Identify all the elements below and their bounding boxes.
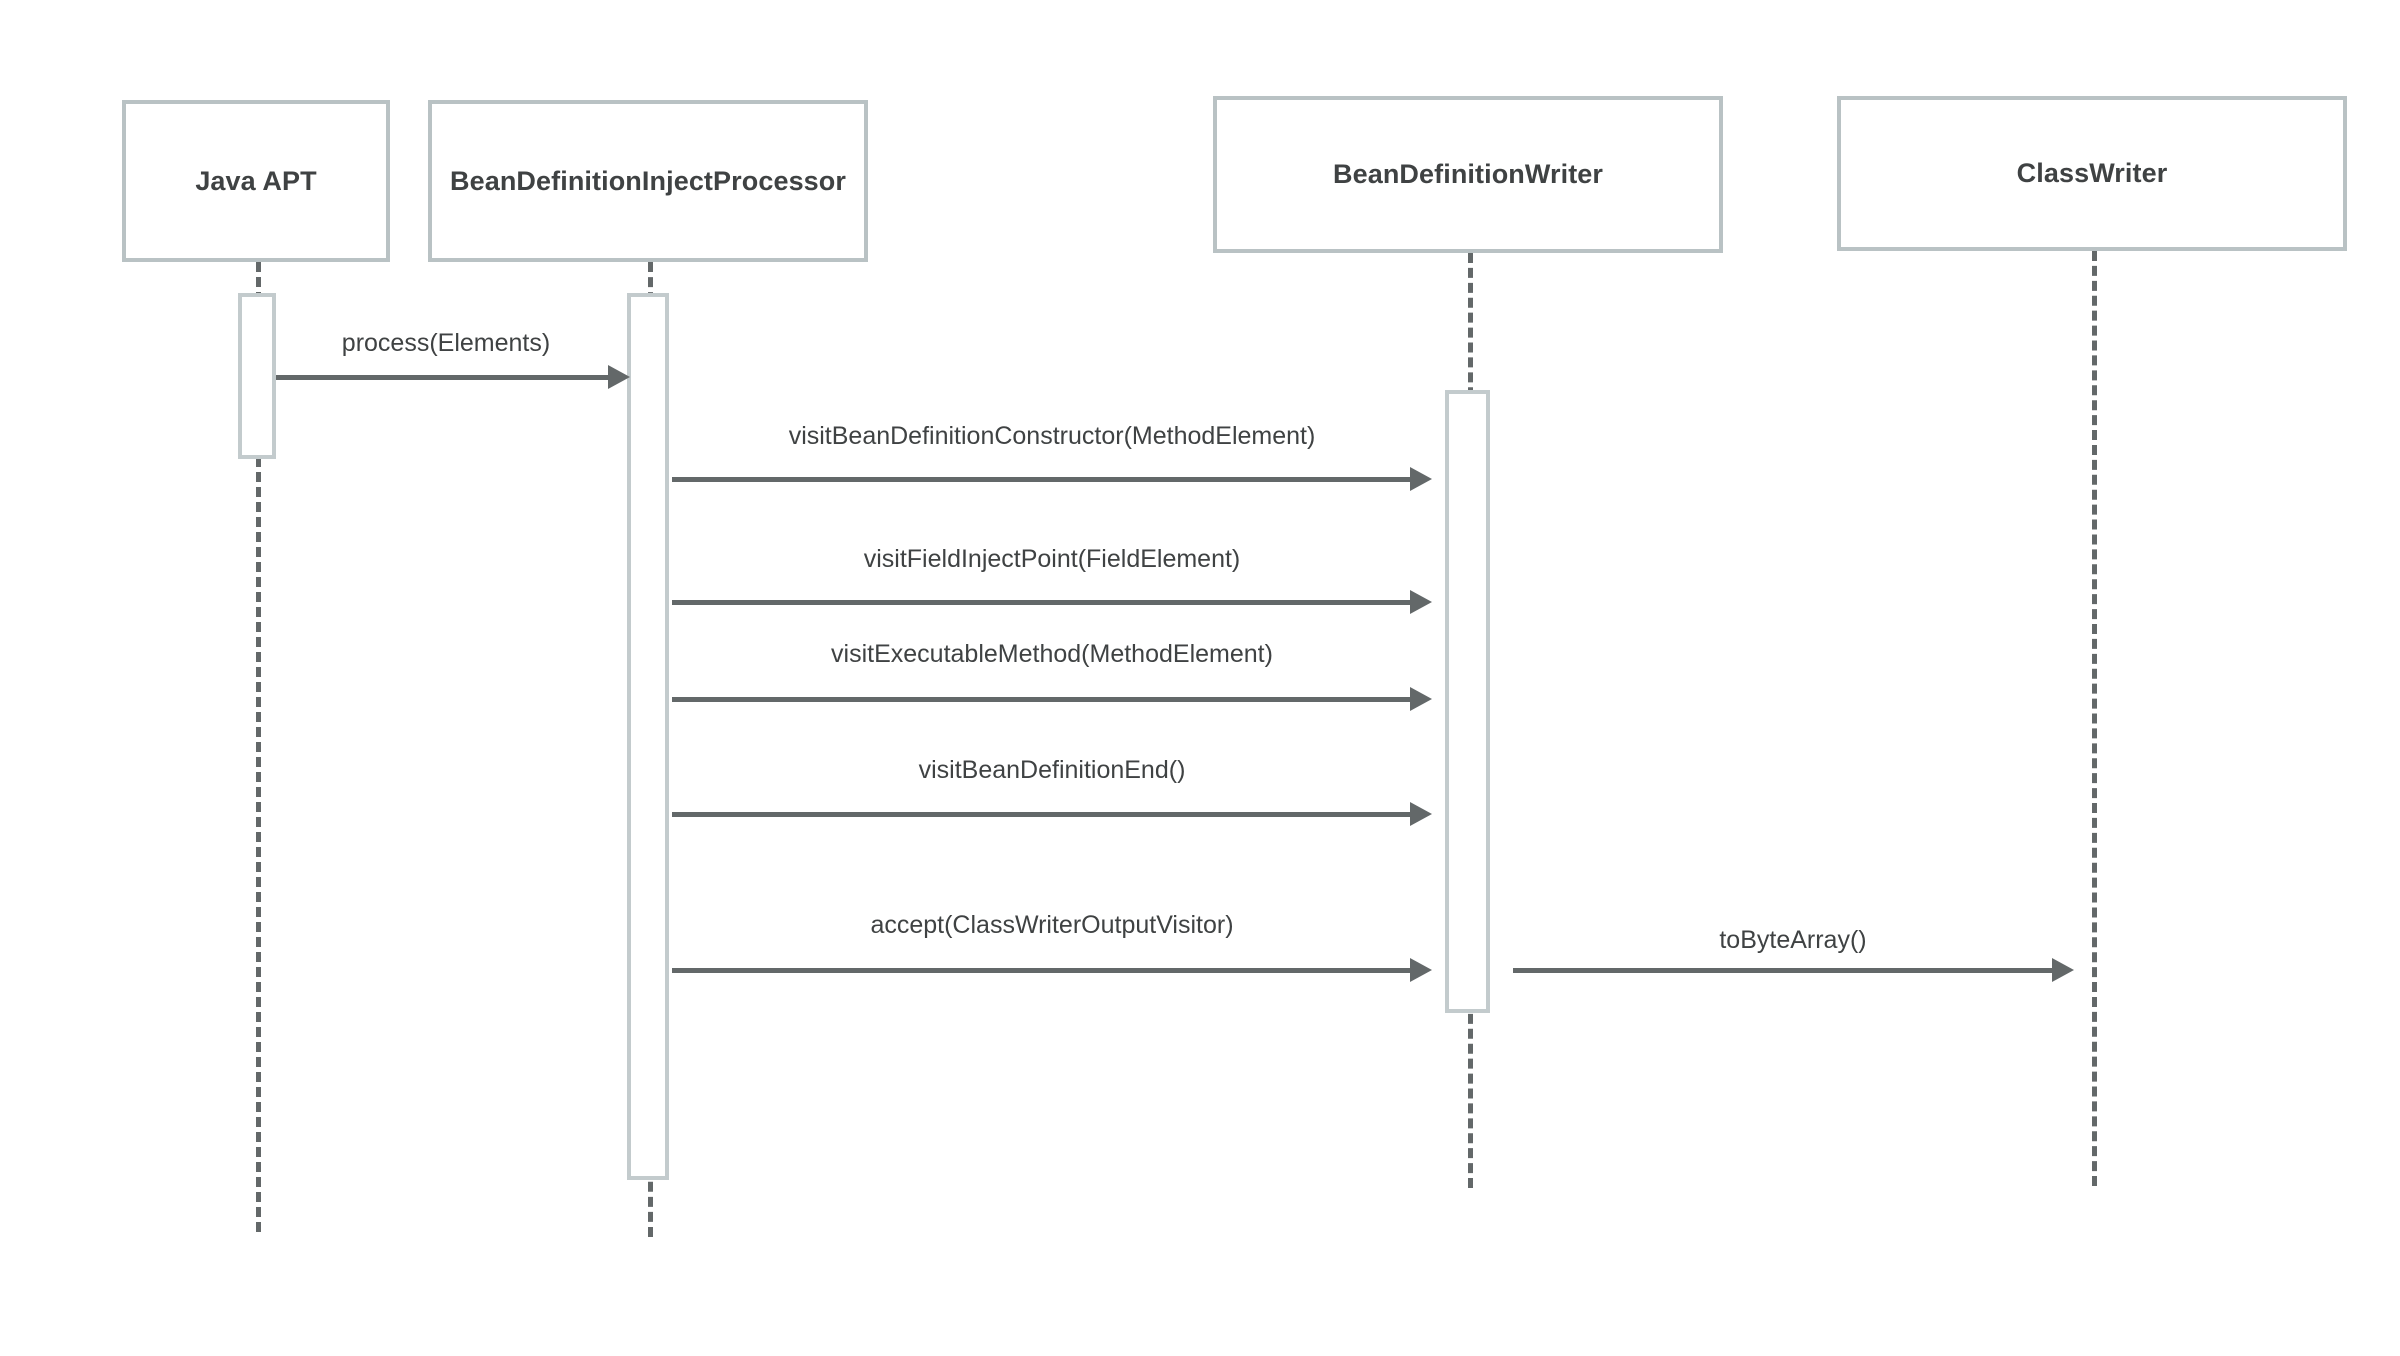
message-arrowhead-visit-bean-definition-constructor [1410, 467, 1432, 491]
message-arrowhead-to-byte-array [2052, 958, 2074, 982]
message-label-visit-field-inject-point: visitFieldInjectPoint(FieldElement) [863, 545, 1241, 573]
participant-box-bean-definition-writer[interactable]: BeanDefinitionWriter [1213, 96, 1723, 253]
activation-bar-java-apt [238, 293, 276, 459]
message-line-process-elements [276, 375, 612, 380]
lifeline-class-writer [2092, 251, 2097, 1186]
message-line-visit-bean-definition-constructor [672, 477, 1412, 482]
participant-box-bean-definition-inject-processor[interactable]: BeanDefinitionInjectProcessor [428, 100, 868, 262]
message-arrowhead-process-elements [608, 365, 630, 389]
message-line-visit-field-inject-point [672, 600, 1412, 605]
message-line-visit-bean-definition-end [672, 812, 1412, 817]
message-line-to-byte-array [1513, 968, 2055, 973]
participant-box-class-writer[interactable]: ClassWriter [1837, 96, 2347, 251]
message-arrowhead-visit-bean-definition-end [1410, 802, 1432, 826]
message-label-visit-bean-definition-constructor: visitBeanDefinitionConstructor(MethodEle… [788, 422, 1316, 450]
message-arrowhead-visit-executable-method [1410, 687, 1432, 711]
participant-label-bean-definition-inject-processor: BeanDefinitionInjectProcessor [450, 165, 846, 196]
message-label-visit-bean-definition-end: visitBeanDefinitionEnd() [918, 756, 1186, 784]
message-label-process-elements: process(Elements) [341, 329, 551, 357]
participant-label-java-apt: Java APT [195, 165, 317, 196]
participant-label-bean-definition-writer: BeanDefinitionWriter [1332, 159, 1604, 190]
message-arrowhead-visit-field-inject-point [1410, 590, 1432, 614]
activation-bar-bean-definition-inject-processor [627, 293, 669, 1180]
message-line-accept-class-writer-output-visitor [672, 968, 1412, 973]
message-arrowhead-accept-class-writer-output-visitor [1410, 958, 1432, 982]
participant-label-class-writer: ClassWriter [2016, 158, 2168, 189]
lifeline-java-apt [256, 262, 261, 1232]
activation-bar-bean-definition-writer [1445, 390, 1490, 1013]
message-label-visit-executable-method: visitExecutableMethod(MethodElement) [831, 640, 1273, 668]
message-label-accept-class-writer-output-visitor: accept(ClassWriterOutputVisitor) [870, 911, 1234, 939]
message-line-visit-executable-method [672, 697, 1412, 702]
message-label-to-byte-array: toByteArray() [1719, 926, 1867, 954]
participant-box-java-apt[interactable]: Java APT [122, 100, 390, 262]
